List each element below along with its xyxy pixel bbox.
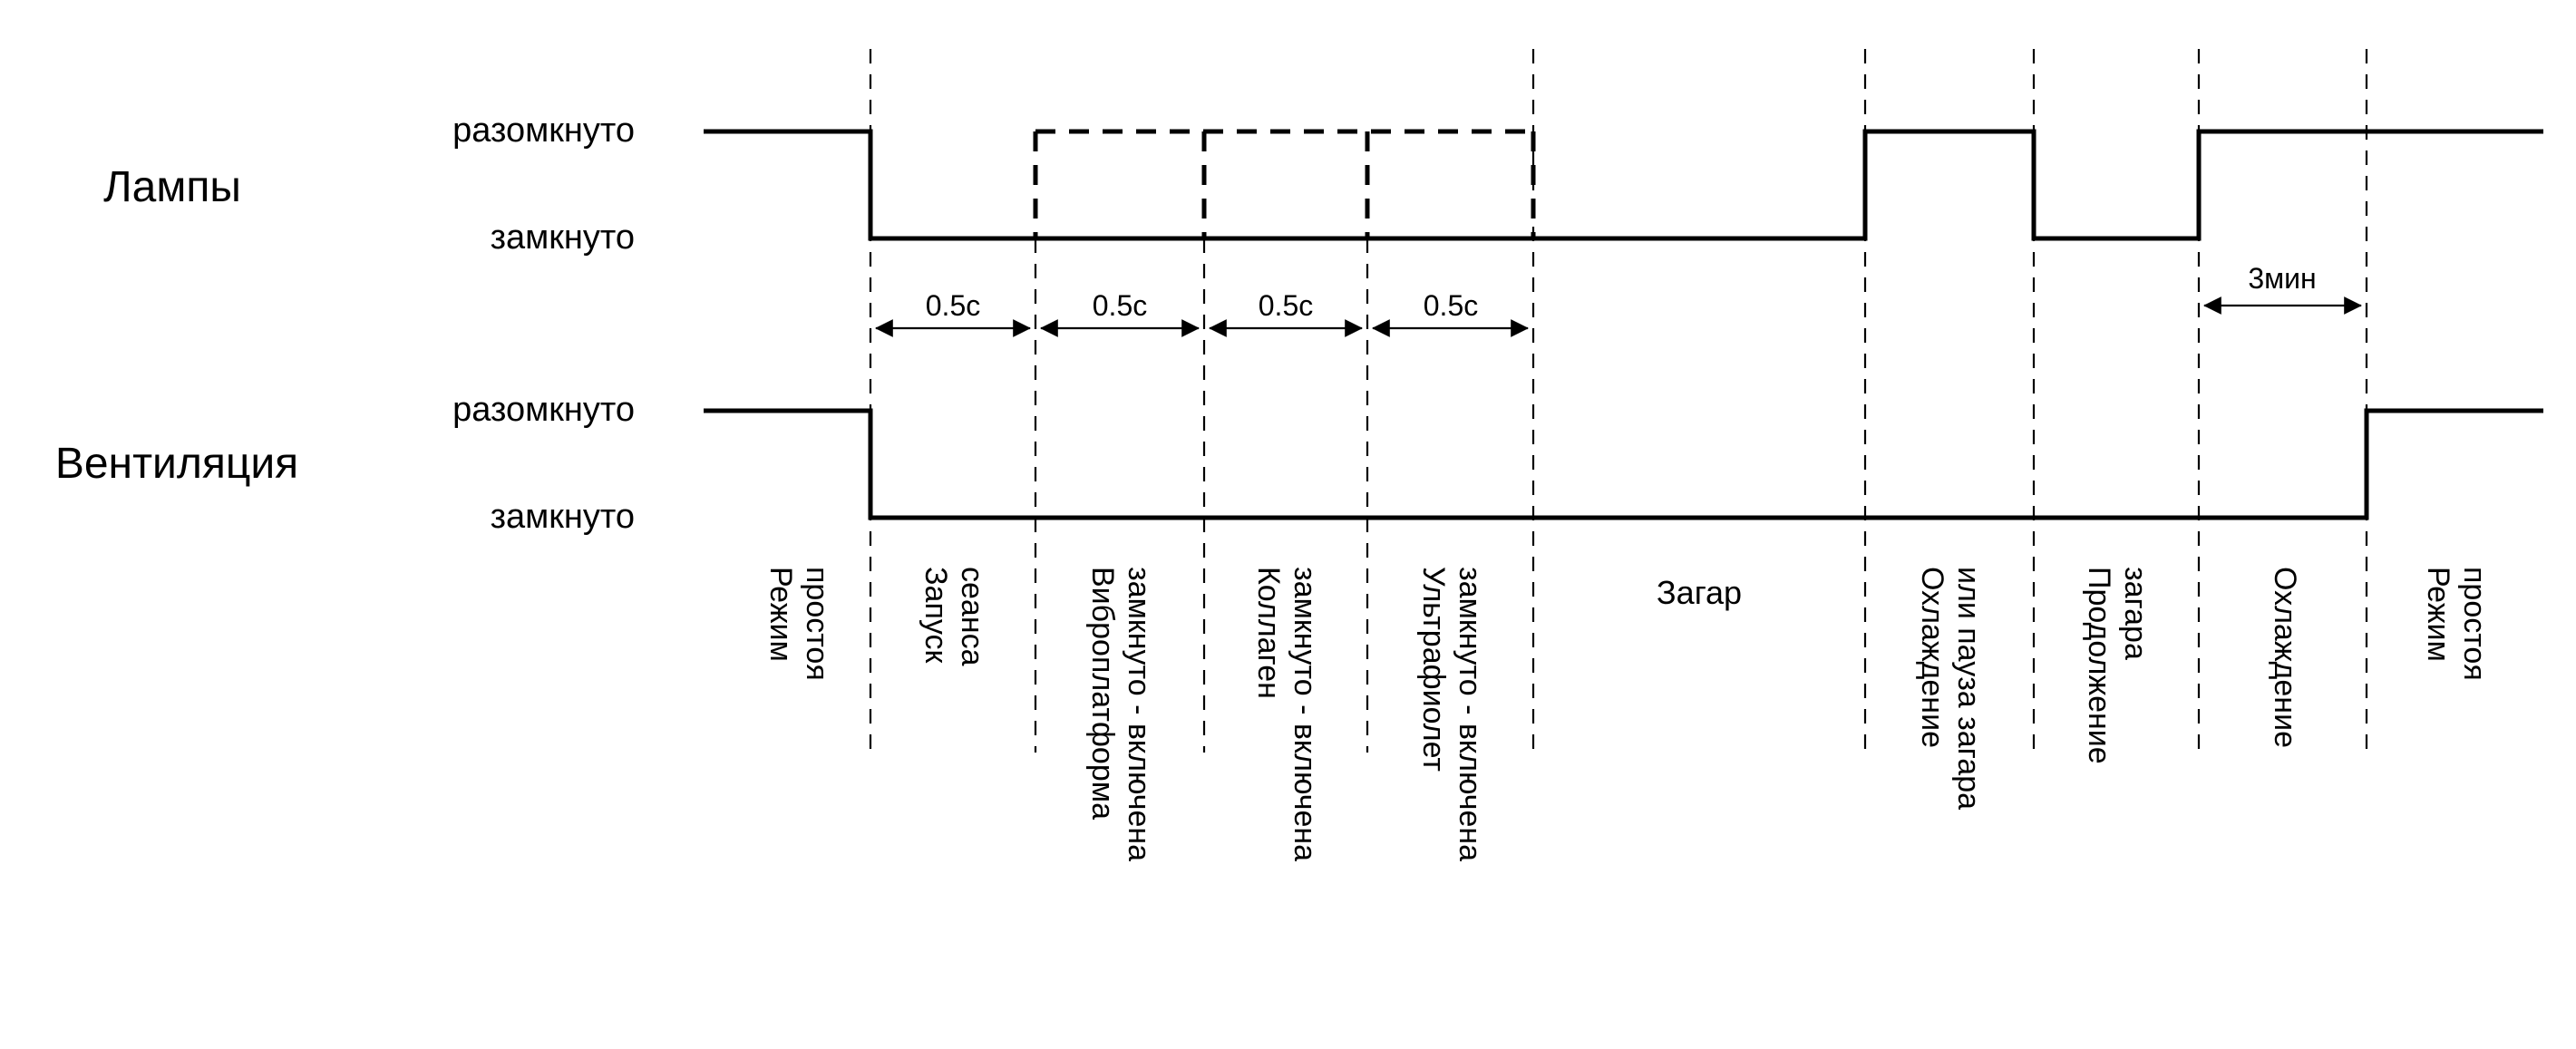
- lamps-waveform: [704, 129, 2543, 241]
- lamps-label: Лампы: [103, 163, 241, 211]
- duration-label-2: 0.5с: [1093, 289, 1147, 322]
- phase-session-start-line1: Запуск: [919, 567, 953, 664]
- lamps-state-closed-label: замкнуто: [491, 219, 635, 257]
- lamps-state-open-label: разомкнуто: [452, 112, 635, 150]
- phase-uv-line1: Ультрафиолет: [1416, 567, 1451, 772]
- phase-tanning-continue-line2: загара: [2118, 567, 2153, 660]
- phase-cooling-pause-line1: Охлаждение: [1915, 567, 1949, 748]
- ventilation-state-closed-label: замкнуто: [491, 498, 635, 536]
- phase-collagen-line1: Коллаген: [1251, 567, 1286, 699]
- phase-vibro-line1: Виброплатформа: [1085, 567, 1120, 820]
- phase-idle-start-line1: Режим: [763, 567, 798, 662]
- phase-tanning-continue-line1: Продолжение: [2082, 567, 2116, 764]
- optional-pulse-dashed: [1033, 129, 1536, 238]
- phase-idle-start-line2: простоя: [800, 567, 834, 681]
- phase-uv-line2: замкнуто - включена: [1453, 567, 1487, 861]
- duration-label-4: 0.5с: [1424, 289, 1478, 322]
- waveforms: [704, 129, 2543, 520]
- phase-tanning-label: Загар: [1657, 574, 1742, 611]
- duration-label-cooling: 3мин: [2248, 262, 2316, 295]
- phase-dividers: [869, 49, 2368, 753]
- duration-label-1: 0.5с: [926, 289, 980, 322]
- duration-arrows: [875, 296, 2362, 337]
- ventilation-label: Вентиляция: [55, 440, 298, 488]
- phase-idle-end-line1: Режим: [2421, 567, 2455, 662]
- ventilation-waveform: [704, 408, 2543, 520]
- phase-collagen-line2: замкнуто - включена: [1288, 567, 1322, 861]
- phase-labels: Режим простоя Запуск сеанса Виброплатфор…: [763, 567, 2492, 861]
- phase-cooling-pause-line2: или пауза загара: [1951, 567, 1986, 810]
- phase-cooling-line1: Охлаждение: [2268, 567, 2302, 748]
- ventilation-state-open-label: разомкнуто: [452, 391, 635, 429]
- phase-idle-end-line2: простоя: [2457, 567, 2492, 681]
- phase-vibro-line2: замкнуто - включена: [1122, 567, 1156, 861]
- phase-session-start-line2: сеанса: [955, 567, 989, 666]
- duration-label-3: 0.5с: [1259, 289, 1313, 322]
